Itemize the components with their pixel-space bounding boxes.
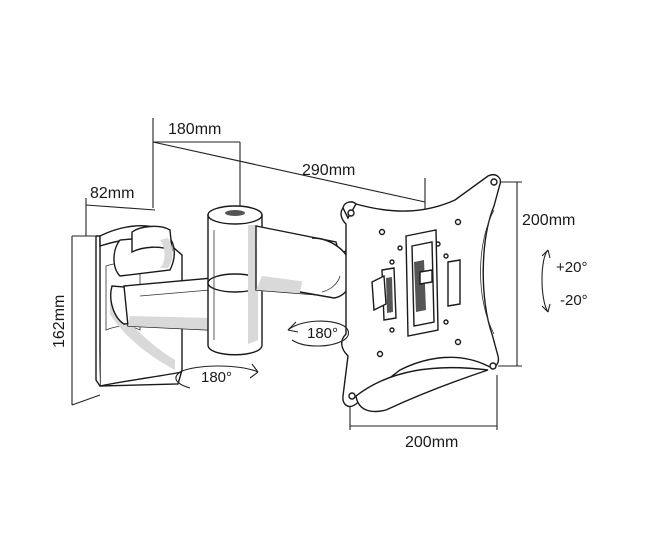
- label-swivel-head: 180°: [307, 325, 338, 342]
- vesa-plate: [340, 174, 502, 413]
- elbow-joint: [207, 205, 263, 356]
- dimension-lines: [71, 118, 522, 430]
- label-total-extension: 290mm: [302, 162, 355, 179]
- upper-arm: [255, 225, 353, 299]
- labels: 180mm 290mm 82mm 162mm 200mm 200mm +20° …: [51, 121, 588, 451]
- swivel-arrow-head: [287, 320, 350, 347]
- label-wall-plate-depth: 82mm: [90, 185, 134, 202]
- lower-arm: [123, 277, 213, 331]
- label-vesa-height: 200mm: [522, 212, 575, 229]
- tilt-arrow: [541, 249, 549, 313]
- label-tilt-up: +20°: [556, 259, 587, 276]
- label-wall-plate-height: 162mm: [51, 295, 68, 348]
- label-swivel-arm: 180°: [201, 369, 232, 386]
- label-vesa-width: 200mm: [405, 434, 458, 451]
- rotation-arrows: [175, 249, 551, 389]
- swivel-arrow-arm: [175, 365, 259, 389]
- label-tilt-down: -20°: [560, 292, 588, 309]
- label-arm-segment: 180mm: [168, 121, 221, 138]
